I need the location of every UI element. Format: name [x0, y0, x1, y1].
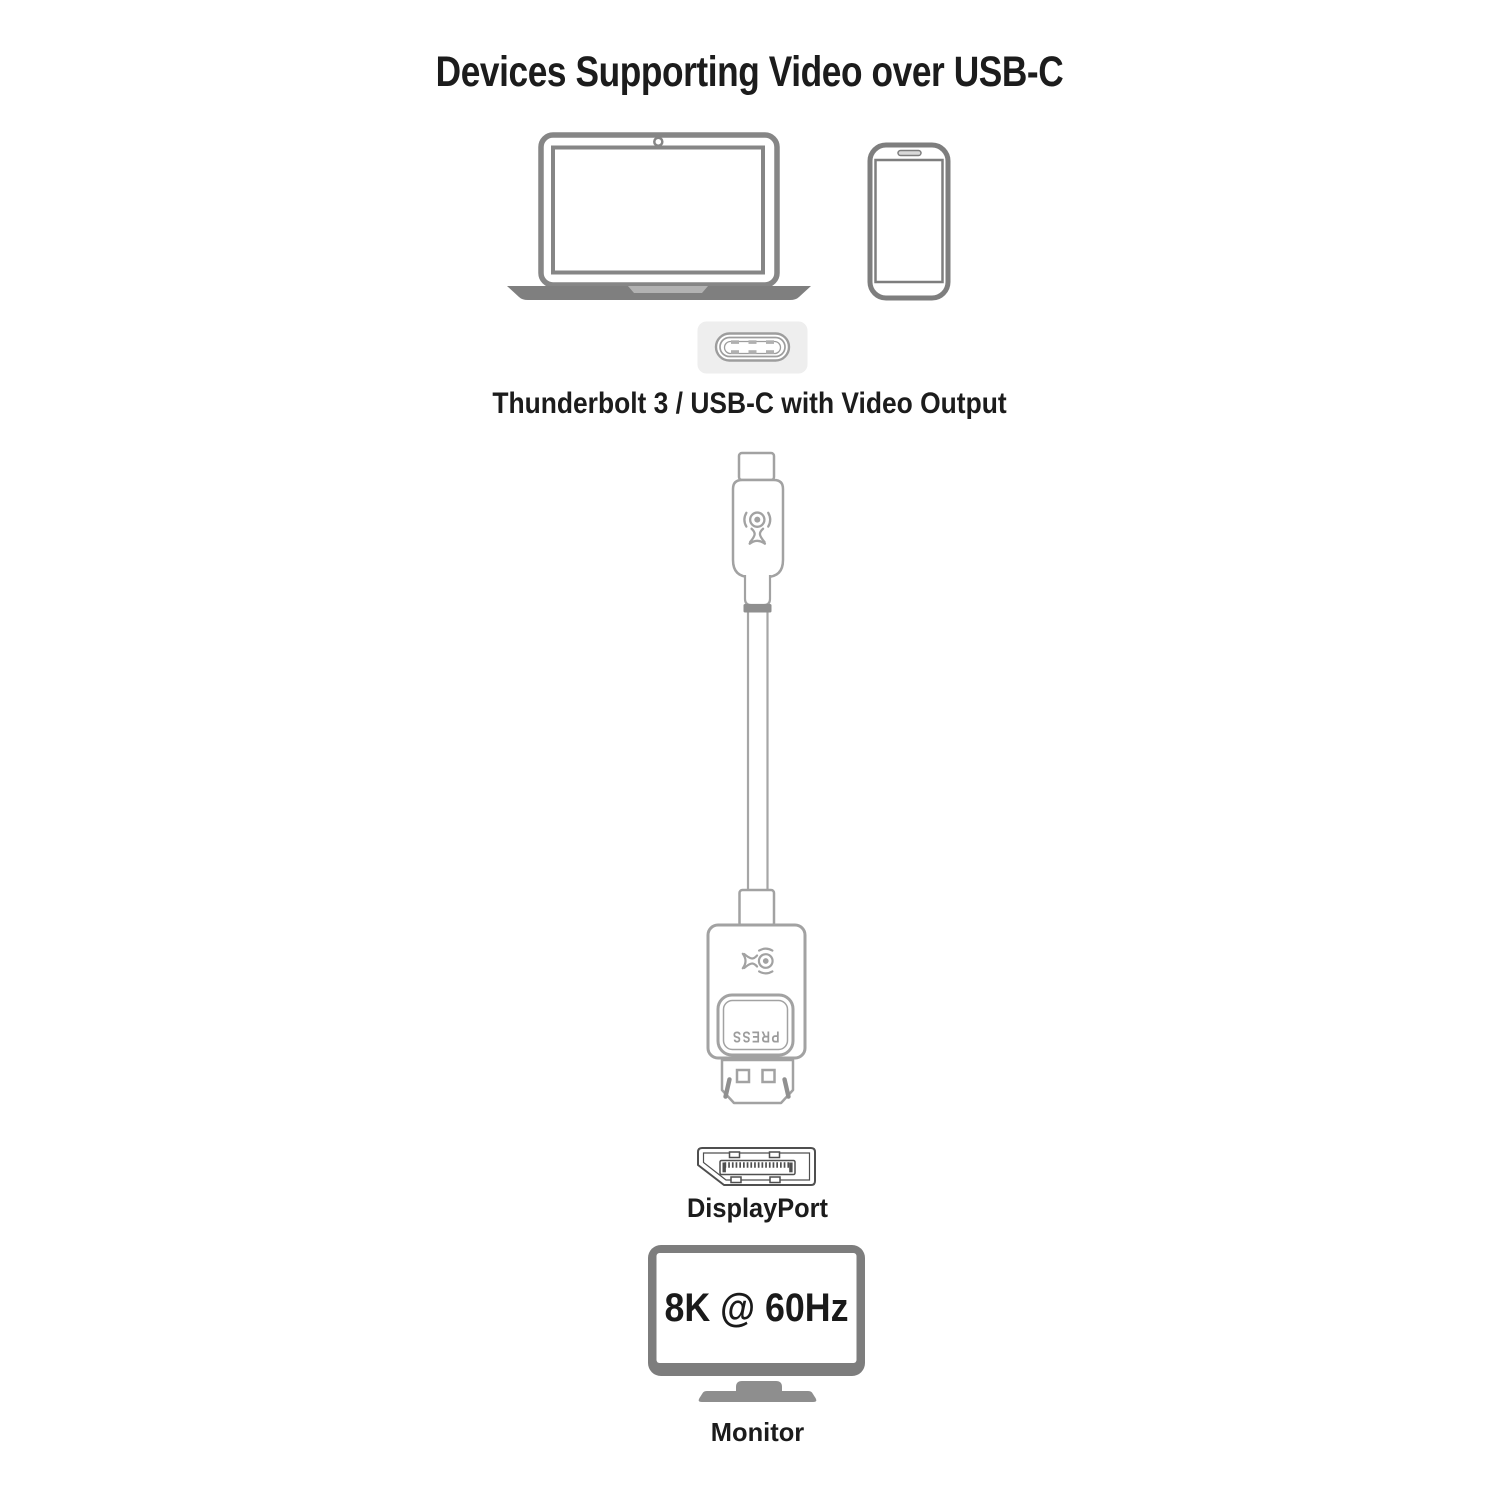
- usb-c-connector-body: [731, 478, 785, 579]
- monitor-label: Monitor: [710, 1417, 805, 1447]
- monitor-screen: [656, 1253, 857, 1363]
- usb-c-connector-neck: [743, 575, 772, 607]
- dp-port-tabs: [728, 1151, 781, 1184]
- monitor-stand-base: [698, 1391, 817, 1402]
- webcam-icon: [653, 136, 664, 147]
- displayport-label: DisplayPort: [686, 1193, 829, 1223]
- phone-screen: [874, 158, 944, 284]
- dp-plug-tip: [720, 1058, 795, 1105]
- laptop-screen: [551, 145, 765, 275]
- dp-side-slot: [723, 1077, 732, 1099]
- monitor-icon: 8K @ 60Hz: [648, 1245, 865, 1402]
- press-button-label: PRESS: [732, 1028, 780, 1045]
- monitor-resolution-text: 8K @ 60Hz: [665, 1286, 849, 1330]
- cable-wire: [746, 609, 769, 893]
- port-pins: [731, 340, 774, 354]
- dp-side-slot: [782, 1077, 791, 1099]
- strain-relief-collar: [743, 604, 772, 613]
- usb-c-port-icon: [697, 321, 808, 374]
- diagram-title: Devices Supporting Video over USB-C: [435, 48, 1064, 96]
- usb-c-plug-tip: [737, 451, 776, 482]
- usb-c-to-displayport-cable: PRESS: [706, 451, 807, 1105]
- dp-pin-hole: [761, 1068, 776, 1084]
- press-button: PRESS: [716, 993, 795, 1057]
- phone-speaker: [897, 149, 922, 157]
- displayport-port-icon: [697, 1147, 816, 1186]
- smartphone-icon: [867, 142, 951, 301]
- usb-c-connector: [731, 451, 785, 613]
- dp-strain-relief: [738, 888, 776, 928]
- source-port-label: Thunderbolt 3 / USB-C with Video Output: [492, 387, 1007, 420]
- laptop-base-notch: [628, 286, 708, 293]
- displayport-connector: PRESS: [706, 888, 807, 1105]
- laptop-icon: [507, 132, 811, 300]
- dp-pin-hole: [735, 1068, 751, 1084]
